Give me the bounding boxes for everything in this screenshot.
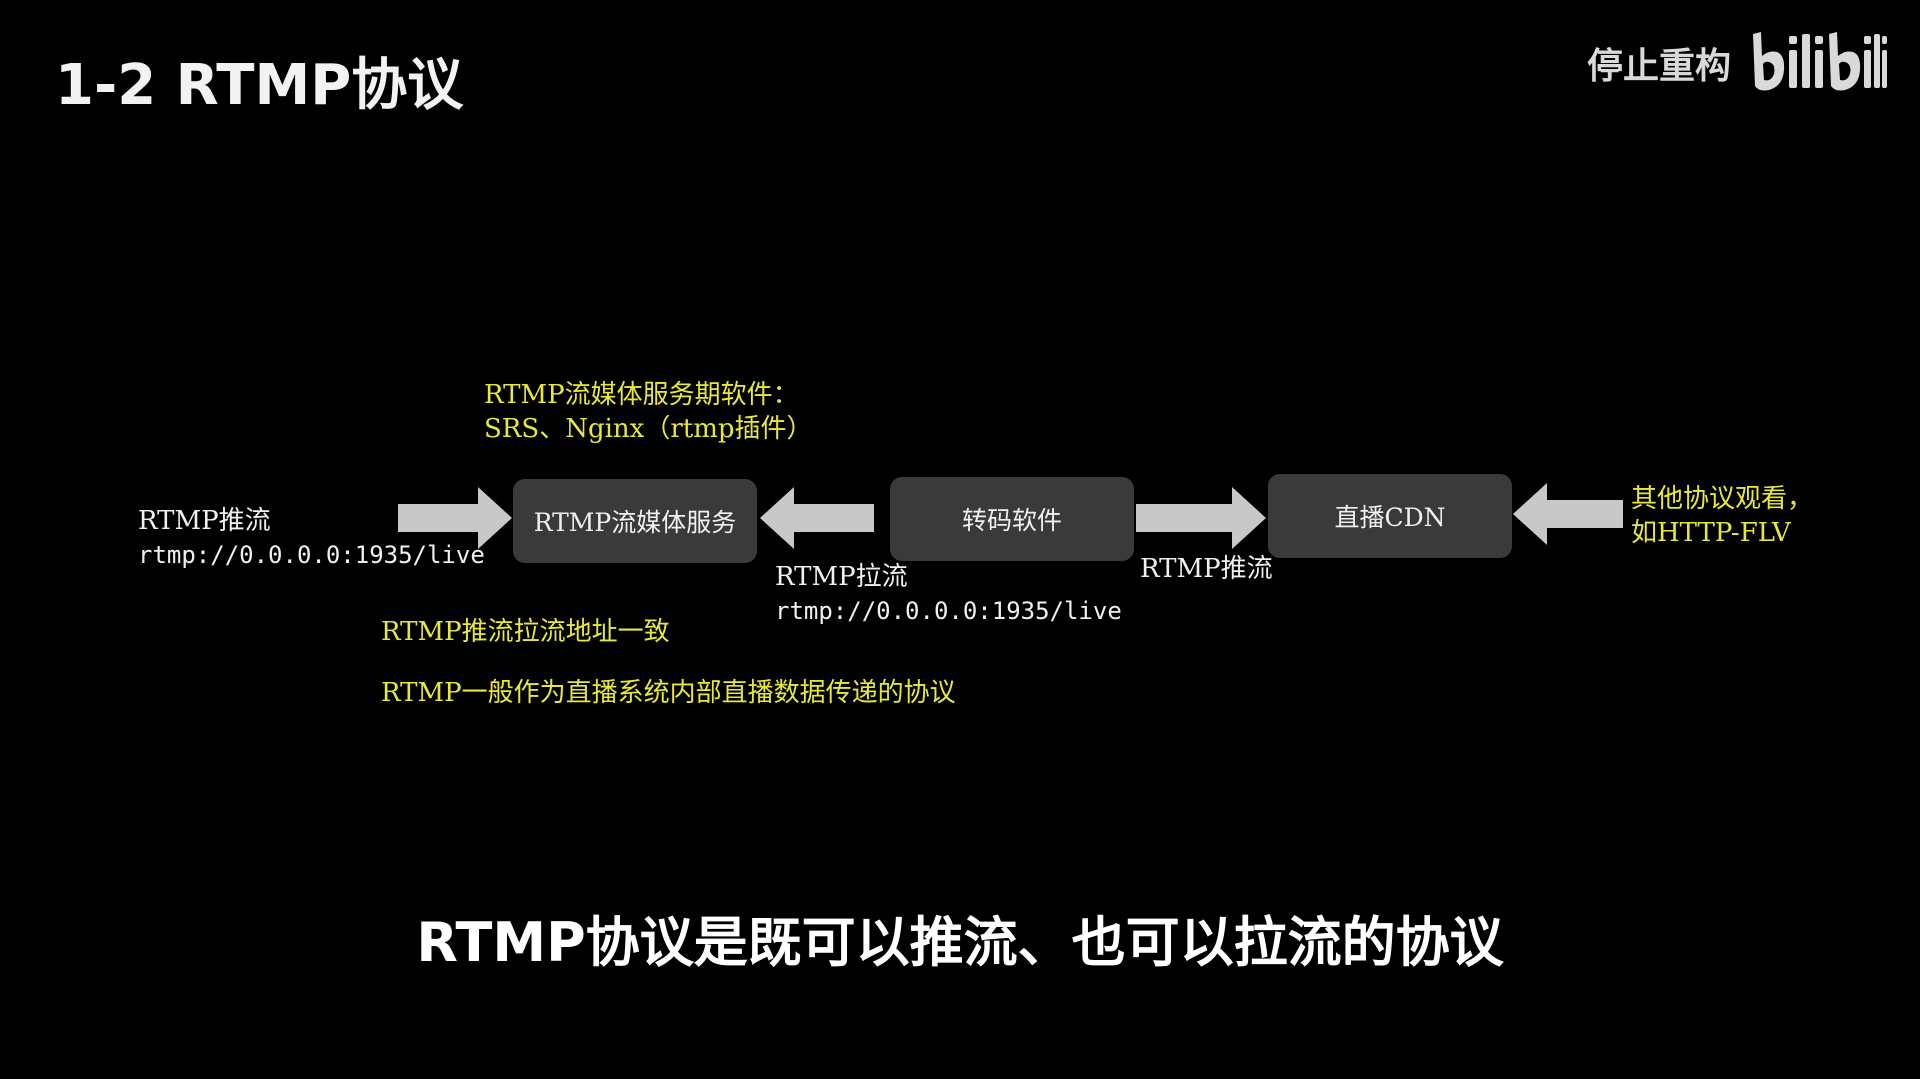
server-software-note-line2: SRS、Nginx（rtmp插件）	[484, 414, 813, 444]
video-caption: RTMP协议是既可以推流、也可以拉流的协议	[416, 911, 1504, 974]
arrow-viewers-to-cdn	[1513, 483, 1623, 545]
other-protocols-note-line2: 如HTTP-FLV	[1631, 518, 1791, 548]
same-address-note: RTMP推流拉流地址一致	[381, 617, 670, 647]
arrow-push-to-server	[398, 487, 512, 549]
bilibili-logo-icon	[1753, 32, 1887, 91]
push-label: RTMP推流 rtmp://0.0.0.0:1935/live	[138, 504, 485, 572]
node-cdn: 直播CDN	[1268, 474, 1512, 558]
node-media-server: RTMP流媒体服务	[513, 479, 757, 563]
arrow-pull-from-server	[760, 487, 874, 549]
arrow-push-to-cdn	[1136, 487, 1266, 549]
push-label-title: RTMP推流	[138, 506, 271, 536]
channel-name: 停止重构	[1586, 46, 1731, 87]
push-to-cdn-label: RTMP推流	[1140, 554, 1273, 584]
node-transcoder: 转码软件	[890, 477, 1134, 561]
push-label-url: rtmp://0.0.0.0:1935/live	[138, 541, 485, 569]
server-software-note-line1: RTMP流媒体服务期软件：	[484, 380, 799, 410]
other-protocols-note-line1: 其他协议观看，	[1631, 484, 1814, 514]
channel-watermark: 停止重构	[1587, 30, 1887, 96]
slide-title: 1-2 RTMP协议	[55, 53, 464, 118]
internal-usage-note: RTMP一般作为直播系统内部直播数据传递的协议	[381, 678, 956, 708]
server-software-note: RTMP流媒体服务期软件： SRS、Nginx（rtmp插件）	[484, 378, 813, 446]
pull-label: RTMP拉流 rtmp://0.0.0.0:1935/live	[775, 560, 1122, 628]
pull-label-title: RTMP拉流	[775, 562, 908, 592]
pull-label-url: rtmp://0.0.0.0:1935/live	[775, 597, 1122, 625]
other-protocols-note: 其他协议观看， 如HTTP-FLV	[1631, 482, 1813, 550]
